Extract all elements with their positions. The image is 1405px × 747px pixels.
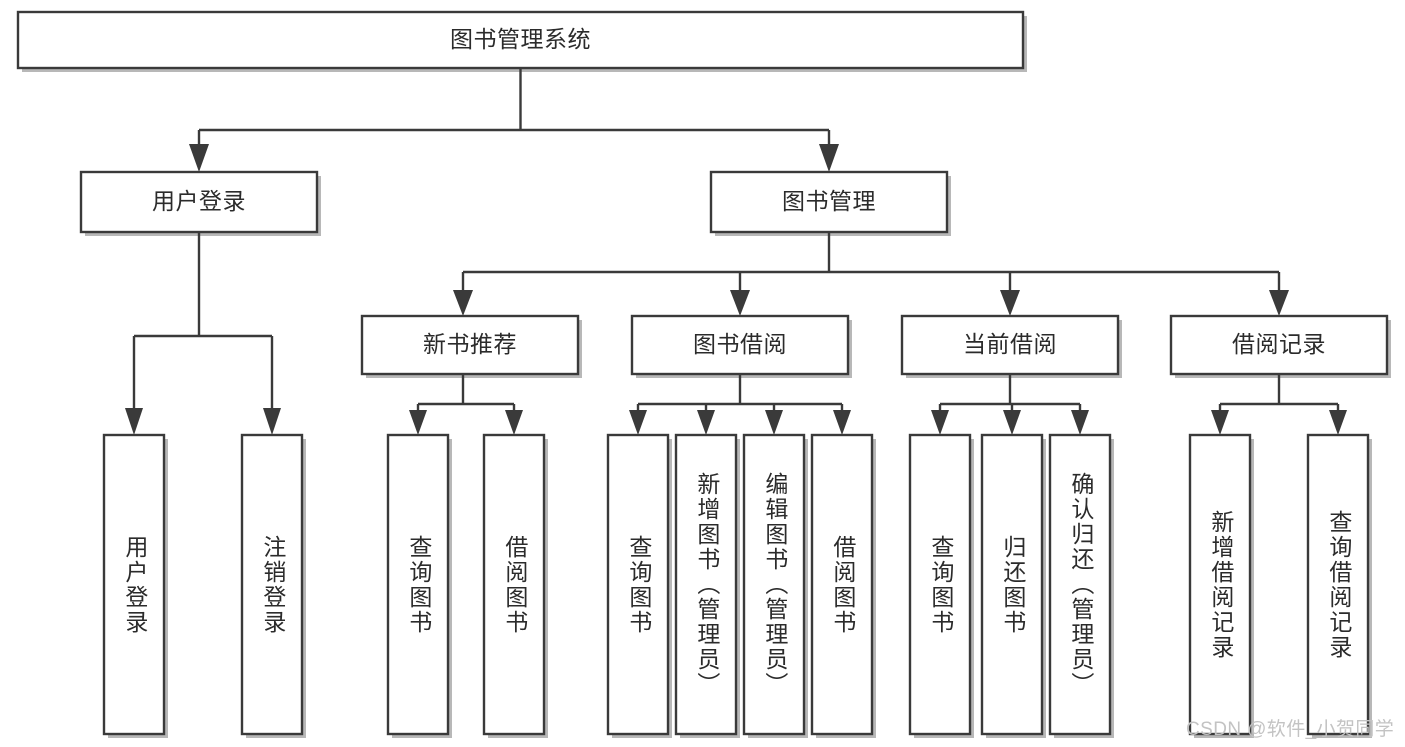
node-leaf-add-borrow-record[interactable] [1188, 433, 1254, 738]
node-leaf-query-book-2[interactable] [606, 433, 672, 738]
root-box [16, 10, 1025, 70]
node-book-management[interactable] [709, 170, 951, 236]
node-leaf-return-book[interactable] [980, 433, 1046, 738]
arrowhead-leaf-query-book-1 [409, 410, 427, 435]
node-root[interactable] [16, 10, 1027, 72]
node-book-borrow[interactable] [630, 314, 852, 378]
leaf-boxes-group [102, 433, 1372, 738]
node-leaf-user-login[interactable] [102, 433, 168, 738]
node-leaf-confirm-return[interactable] [1048, 433, 1114, 738]
node-leaf-query-book-3[interactable] [908, 433, 974, 738]
arrowhead-leaf-query-book-2 [629, 410, 647, 435]
node-leaf-user-logout[interactable] [240, 433, 306, 738]
arrowhead-leaf-return-book [1003, 410, 1021, 435]
arrowhead-leaf-add-book [697, 410, 715, 435]
book-management-box [709, 170, 949, 234]
arrowhead-borrow-records [1269, 290, 1289, 316]
arrowhead-book-management [819, 144, 839, 172]
arrowhead-book-borrow [730, 290, 750, 316]
node-current-borrow[interactable] [900, 314, 1122, 378]
arrowhead-leaf-edit-book [765, 410, 783, 435]
arrowhead-leaf-borrow-book-2 [833, 410, 851, 435]
arrowhead-leaf-user-login [125, 408, 143, 435]
node-leaf-query-borrow-record[interactable] [1306, 433, 1372, 738]
user-login-box [79, 170, 319, 234]
book-borrow-box [630, 314, 850, 376]
node-leaf-edit-book[interactable] [742, 433, 808, 738]
csdn-watermark: CSDN @软件_小贺同学 [1186, 719, 1395, 740]
new-book-recommend-box [360, 314, 580, 376]
node-borrow-records[interactable] [1169, 314, 1391, 378]
arrowhead-leaf-user-logout [263, 408, 281, 435]
borrow-records-box [1169, 314, 1389, 376]
arrowhead-leaf-add-borrow-record [1211, 410, 1229, 435]
arrowhead-leaf-borrow-book-1 [505, 410, 523, 435]
arrowhead-current-borrow [1000, 290, 1020, 316]
node-leaf-borrow-book-1[interactable] [482, 433, 548, 738]
arrowhead-leaf-confirm-return [1071, 410, 1089, 435]
arrowhead-leaf-query-book-3 [931, 410, 949, 435]
arrowhead-new-book-recommend [453, 290, 473, 316]
node-new-book-recommend[interactable] [360, 314, 582, 378]
arrowhead-leaf-query-borrow-record [1329, 410, 1347, 435]
node-leaf-add-book[interactable] [674, 433, 740, 738]
node-leaf-query-book-1[interactable] [386, 433, 452, 738]
node-user-login[interactable] [79, 170, 321, 236]
current-borrow-box [900, 314, 1120, 376]
arrowhead-user-login [189, 144, 209, 172]
node-leaf-borrow-book-2[interactable] [810, 433, 876, 738]
